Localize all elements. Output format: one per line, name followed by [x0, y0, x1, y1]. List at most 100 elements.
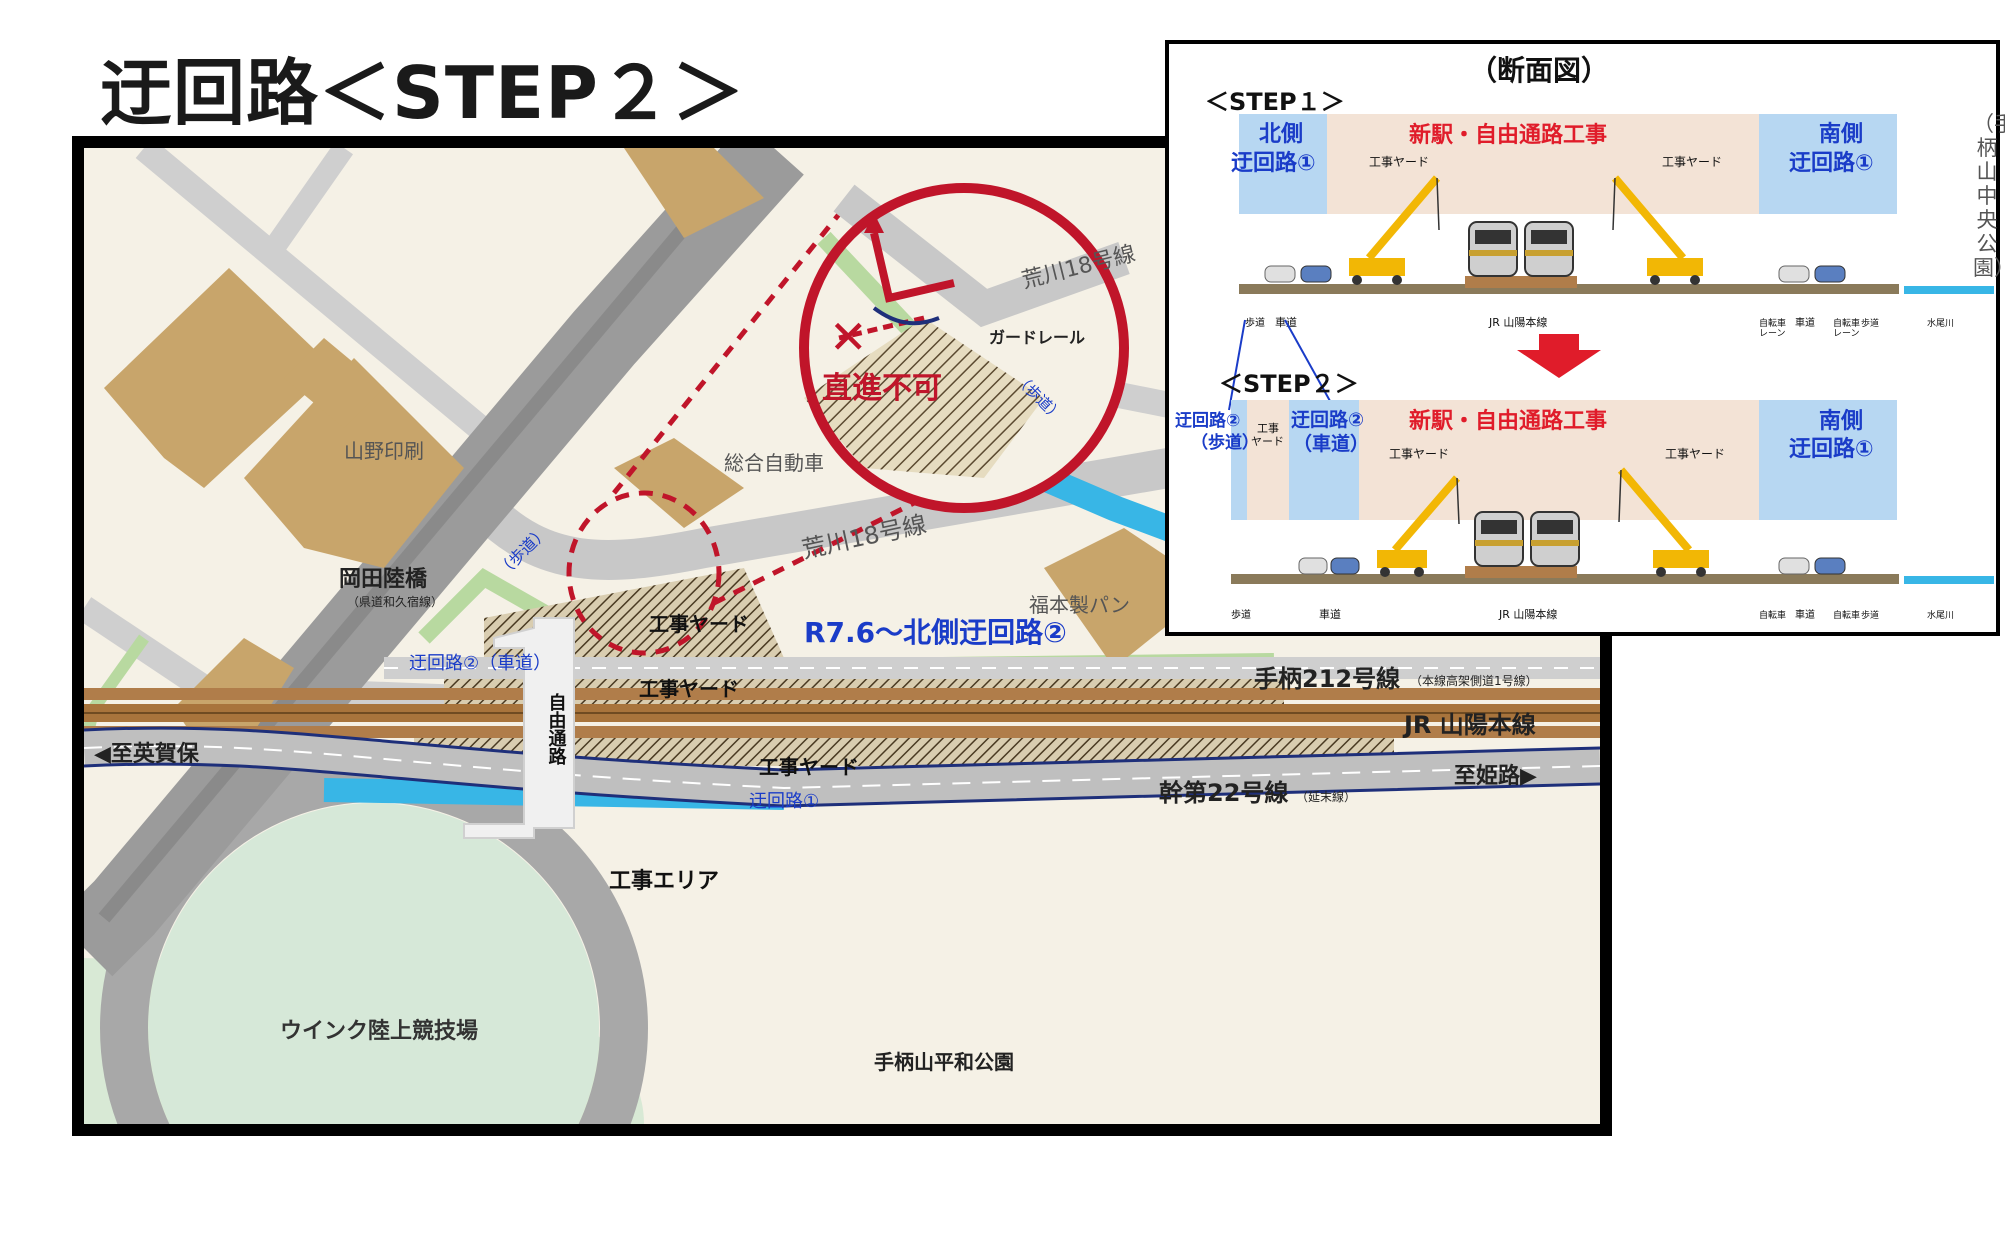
- step2-bottom-walk2: 歩道: [1861, 609, 1879, 621]
- road-arakawa: [469, 428, 1288, 580]
- step1-north-band: [1239, 114, 1327, 214]
- label-yamano: 山野印刷: [344, 439, 424, 463]
- step2-south-band: [1759, 400, 1897, 520]
- step2-train-icon: [1474, 511, 1580, 567]
- callout-line-1: [612, 206, 846, 495]
- step1-rail-base: [1465, 276, 1577, 288]
- inset-guardrail: ガードレール: [989, 328, 1085, 347]
- step2-bottom-walk: 歩道: [1231, 608, 1251, 621]
- step2-south-2: 迂回路①: [1789, 436, 1874, 462]
- step1-ground: [1239, 284, 1899, 294]
- zoom-inset: [799, 183, 1130, 513]
- step2-small-yard-band: [1247, 400, 1289, 520]
- inset-cross-icon: ✕: [829, 310, 868, 364]
- building-mid: [284, 338, 384, 428]
- section-title: （断面図）: [1469, 54, 1609, 87]
- free-passage[interactable]: [463, 617, 575, 839]
- building-north: [624, 148, 764, 238]
- label-free-passage: 自由通路: [546, 692, 567, 766]
- step2-car-1: 迂回路②: [1291, 408, 1364, 431]
- label-detour2-car: 迂回路②（車道）: [409, 653, 551, 674]
- page-title: 迂回路＜STEP２＞: [100, 51, 745, 135]
- focus-circle-dashed: [566, 490, 722, 656]
- building-yamano: [244, 358, 464, 568]
- road-kan-22-dash: [84, 745, 1600, 790]
- label-park: 手柄山平和公園: [874, 1050, 1014, 1074]
- step2-bottom-road2: 車道: [1795, 608, 1815, 621]
- step1-label: ＜STEP１＞: [1205, 88, 1345, 116]
- step2-river: [1904, 576, 1994, 584]
- step-down-arrow: [1517, 334, 1601, 378]
- step1-crane-right-icon: [1611, 175, 1703, 285]
- label-west: ◀至英賀保: [94, 742, 200, 767]
- road-north-left-2: [264, 148, 354, 255]
- label-construction-area: 工事エリア: [609, 868, 719, 894]
- step1-bottom-bike2: 自転車: [1833, 317, 1860, 329]
- step1-north-2: 迂回路①: [1231, 150, 1316, 176]
- step2-south-1: 南側: [1819, 409, 1863, 434]
- inset-no-straight: 直進不可: [822, 371, 942, 406]
- label-bridge: 岡田陸橋: [339, 566, 428, 592]
- label-sogo: 総合自動車: [724, 451, 824, 475]
- step2-small-yard-2: ヤード: [1251, 435, 1284, 448]
- label-east: 至姫路▶: [1454, 763, 1537, 789]
- rail-band-bottom: [84, 726, 1600, 738]
- step2-detour-walk-band: [1231, 400, 1247, 520]
- okada-viaduct: [84, 148, 804, 977]
- link-line-2: [1284, 319, 1336, 411]
- label-yard-c: 工事ヤード: [759, 755, 859, 779]
- step1-yard-left: 工事ヤード: [1369, 155, 1429, 169]
- stadium-ring: [100, 754, 648, 1124]
- label-yard-a: 工事ヤード: [649, 612, 749, 636]
- step2-small-yard-1: 工事: [1257, 422, 1279, 435]
- road-kan-22-edge-bottom: [84, 762, 1600, 808]
- rail-band-top: [84, 688, 1600, 700]
- step2-yard-left: 工事ヤード: [1389, 447, 1449, 461]
- step1-bottom-walk2: 歩道: [1861, 317, 1879, 329]
- step2-bottom-river: 水尾川: [1927, 609, 1954, 621]
- step1-bottom-walk: 歩道: [1245, 316, 1265, 329]
- step2-works: 新駅・自由通路工事: [1409, 408, 1607, 434]
- step2-walk-2: （歩道）: [1191, 432, 1259, 453]
- step2-bottom-jr: JR 山陽本線: [1498, 607, 1557, 621]
- step1-bottom-river: 水尾川: [1927, 317, 1954, 329]
- label-tegara-sub: （本線高架側道1号線）: [1410, 673, 1538, 688]
- step1-train-icon: [1468, 221, 1574, 277]
- label-bridge-sub: （県道和久宿線）: [347, 594, 443, 609]
- step2-cars-icon: [1298, 557, 1846, 575]
- step1-bottom-lane2: レーン: [1833, 329, 1860, 339]
- step1-bottom-jr: JR 山陽本線: [1488, 315, 1547, 329]
- road-north-left: [135, 148, 513, 458]
- step1-south-band: [1759, 114, 1897, 214]
- label-kan: 幹第22号線: [1159, 779, 1288, 807]
- label-detour1: 迂回路①: [749, 791, 819, 812]
- step2-crane-right-icon: [1617, 467, 1709, 577]
- step2-bottom-bike1: 自転車: [1759, 609, 1786, 621]
- road-kan-22-edge-top: [84, 726, 1600, 772]
- step2-bottom-road: 車道: [1319, 607, 1341, 621]
- viaduct-shadow: [98, 223, 690, 923]
- step1-south-2: 迂回路①: [1789, 150, 1874, 176]
- cross-section-panel: （断面図） ＜STEP１＞ 北側 迂回路① 新駅・自由通路工事 南側 迂回路① …: [1165, 40, 2000, 636]
- stadium-field: [149, 803, 599, 1124]
- step2-rail-base: [1465, 566, 1577, 578]
- step2-crane-left-icon: [1377, 475, 1461, 577]
- step2-ground: [1231, 574, 1899, 584]
- step1-bottom-road2: 車道: [1795, 316, 1815, 329]
- building-nw: [104, 268, 334, 488]
- label-tegara: 手柄212号線: [1254, 665, 1400, 693]
- step1-crane-left-icon: [1349, 175, 1441, 285]
- step2-works-band: [1359, 400, 1759, 520]
- step1-yard-right: 工事ヤード: [1662, 155, 1722, 169]
- step1-north-1: 北側: [1259, 122, 1303, 147]
- step2-yard-right: 工事ヤード: [1665, 447, 1725, 461]
- step1-south-1: 南側: [1819, 122, 1863, 147]
- step1-works-band: [1327, 114, 1759, 214]
- step1-works: 新駅・自由通路工事: [1409, 122, 1607, 148]
- step2-detour-car-band: [1289, 400, 1359, 520]
- label-jr: JR 山陽本線: [1402, 711, 1536, 739]
- step1-cars-icon: [1264, 265, 1846, 283]
- step2-walk-1: 迂回路②: [1175, 410, 1240, 431]
- label-kan-sub: （延末線）: [1296, 789, 1356, 804]
- link-line-1: [1228, 319, 1246, 411]
